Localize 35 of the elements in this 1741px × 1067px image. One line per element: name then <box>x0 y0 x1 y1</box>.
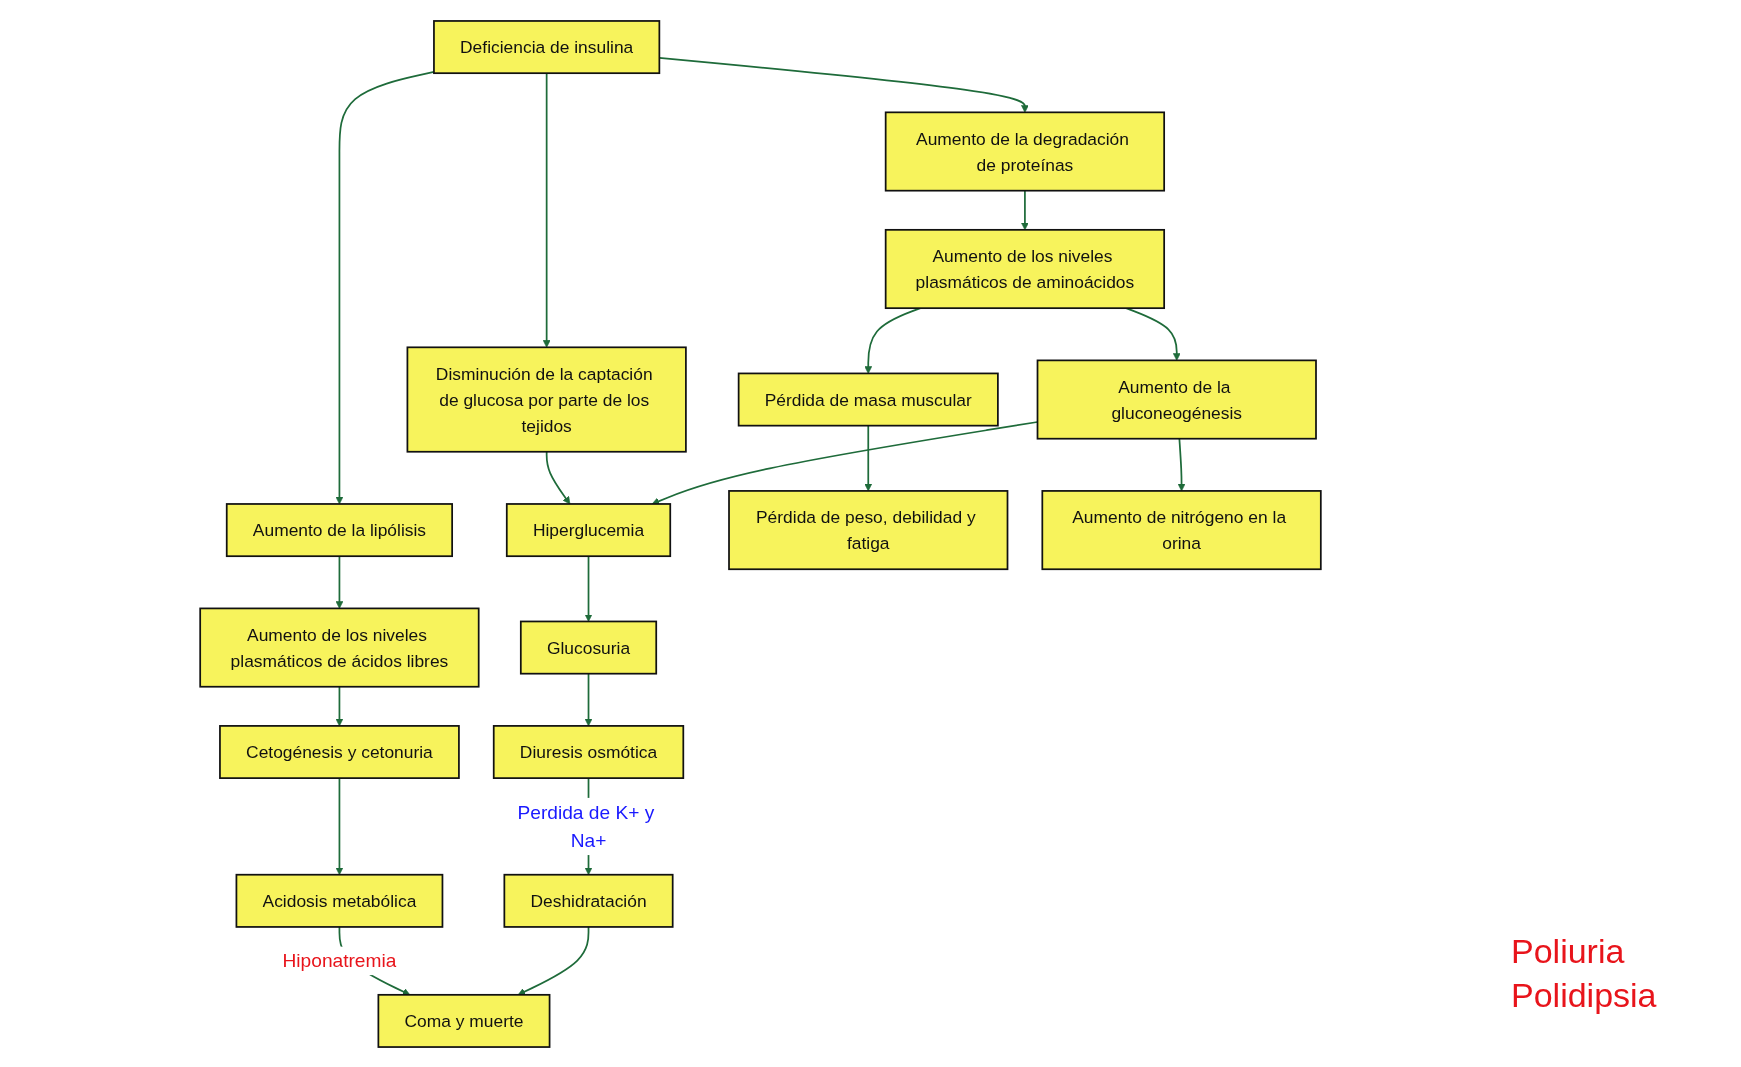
node-box: Pérdida de masa muscular <box>737 372 999 426</box>
node-box: Aumento de la gluconeogénesis <box>1036 359 1317 440</box>
node-box: Aumento de la lipólisis <box>225 502 453 557</box>
arrow <box>864 306 922 374</box>
node-box: Aumento de nitrógeno en la orina <box>1041 489 1322 570</box>
node-box: Aumento de los niveles plasmáticos de aminoácidos <box>884 228 1166 309</box>
node-box: Deficiencia de insulina <box>433 19 661 74</box>
arrow <box>542 71 551 348</box>
edge-label: Hiponatremia <box>282 949 397 972</box>
arrow <box>1125 306 1181 361</box>
note-text: Poliuria <box>1511 930 1626 972</box>
arrow <box>1021 189 1029 230</box>
arrow <box>335 70 435 504</box>
arrow <box>584 672 593 726</box>
arrow <box>335 776 344 875</box>
node-box: Hiperglucemia <box>505 502 672 557</box>
arrow <box>335 685 344 726</box>
arrow <box>335 554 344 609</box>
node-box: Cetogénesis y cetonuria <box>219 724 460 779</box>
node-box: Aumento de los niveles plasmáticos de ácidos libres <box>199 607 480 688</box>
arrow <box>1177 437 1186 491</box>
node-box: Glucosuria <box>519 620 658 675</box>
node-box: Aumento de la degradación de proteínas <box>884 110 1166 192</box>
arrow <box>584 554 593 622</box>
arrow <box>517 925 590 995</box>
note-text: Polidipsia <box>1511 974 1658 1016</box>
node-box: Diuresis osmótica <box>492 724 685 779</box>
node-box: Coma y muerte <box>377 993 551 1048</box>
node-box: Deshidratación <box>503 873 674 928</box>
node-box: Acidosis metabólica <box>235 873 444 928</box>
node-box: Pérdida de peso, debilidad y fatiga <box>728 489 1009 570</box>
node-box: Disminución de la captación de glucosa por parte de los tejidos <box>406 345 687 453</box>
edge-label: Perdida de K+ y Na+ <box>517 800 655 852</box>
arrow <box>545 450 571 504</box>
arrow <box>864 424 873 491</box>
